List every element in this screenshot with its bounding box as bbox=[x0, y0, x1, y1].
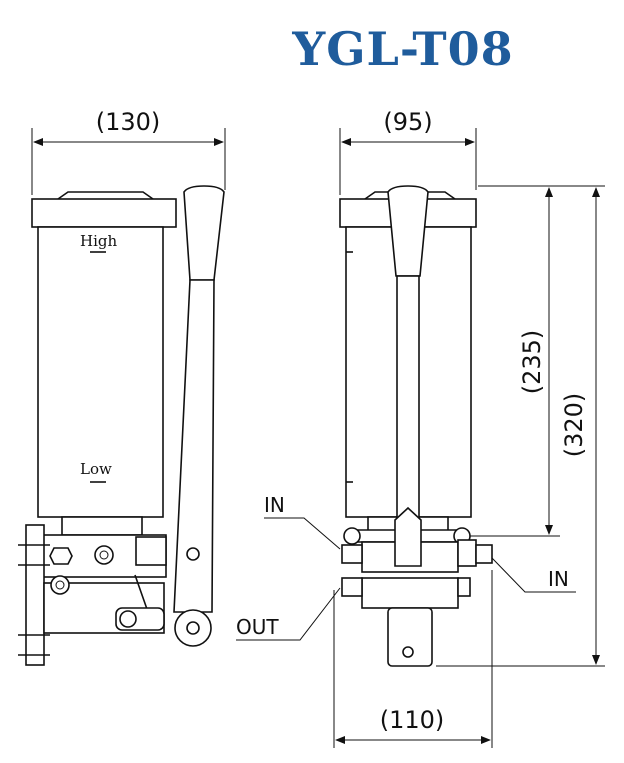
side-foot-pivot bbox=[402, 646, 414, 658]
front-handle-pivot-lower bbox=[186, 621, 200, 635]
side-out-fitting bbox=[341, 577, 363, 597]
base-width-label: (110) bbox=[380, 706, 445, 734]
front-neck bbox=[61, 516, 143, 536]
out-label: OUT bbox=[236, 615, 279, 639]
side-in-left-fitting bbox=[341, 544, 363, 564]
total-height-label: (320) bbox=[560, 393, 588, 458]
product-title: YGL-T08 bbox=[292, 22, 514, 76]
front-mount-bracket bbox=[25, 524, 45, 666]
side-handle-grip bbox=[387, 185, 429, 277]
side-width-label: (95) bbox=[383, 108, 432, 136]
in-left-label: IN bbox=[264, 493, 285, 517]
front-handle-pivot-upper bbox=[186, 547, 200, 561]
side-out-plug bbox=[457, 577, 471, 597]
side-pump-foot bbox=[387, 607, 433, 667]
side-flange-bolt-left bbox=[343, 527, 361, 545]
front-fitting-2 bbox=[50, 575, 70, 595]
front-fitting-2-core bbox=[55, 580, 65, 590]
front-link-pivot bbox=[119, 610, 137, 628]
front-link-rod bbox=[134, 574, 149, 613]
front-view: (130) High Low bbox=[18, 108, 226, 666]
front-lid-top bbox=[57, 191, 154, 200]
low-level-label: Low bbox=[80, 460, 112, 478]
in-right-label: IN bbox=[548, 567, 569, 591]
out-leader bbox=[236, 587, 341, 641]
side-in-right-fitting bbox=[457, 539, 477, 567]
front-valve-block bbox=[135, 536, 167, 566]
in-right-leader bbox=[491, 557, 576, 593]
side-handle-hub bbox=[394, 506, 422, 567]
front-nut-1 bbox=[49, 547, 73, 565]
reservoir-height-label: (235) bbox=[518, 330, 546, 395]
front-fitting-1-core bbox=[99, 550, 109, 560]
front-fitting-1 bbox=[94, 545, 114, 565]
side-in-right-nut bbox=[475, 544, 493, 564]
front-handle-arm bbox=[173, 279, 215, 613]
front-width-label: (130) bbox=[96, 108, 161, 136]
side-view: (95) (235) (320) bbox=[236, 108, 605, 748]
in-left-leader bbox=[264, 517, 341, 550]
front-handle-grip bbox=[183, 185, 225, 281]
side-handle-arm bbox=[396, 275, 420, 521]
high-level-label: High bbox=[80, 232, 117, 250]
side-pump-lower bbox=[361, 577, 459, 609]
front-lid bbox=[31, 198, 177, 228]
